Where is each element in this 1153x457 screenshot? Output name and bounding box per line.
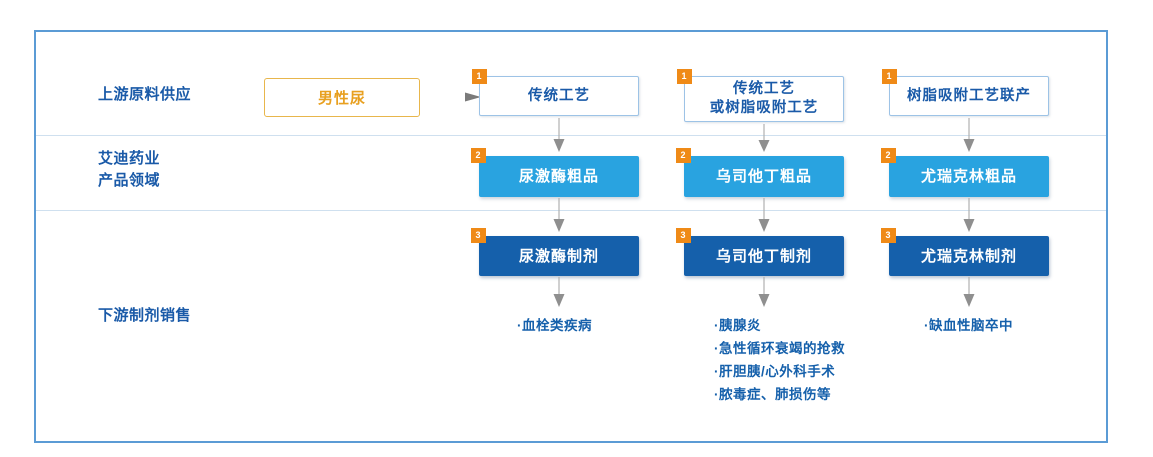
indications-list-col3: ·缺血性脑卒中 bbox=[924, 314, 1013, 337]
product-node-col1-label: 尿激酶制剂 bbox=[518, 247, 599, 265]
list-item: ·缺血性脑卒中 bbox=[924, 318, 1013, 333]
process-node-col2[interactable]: 1 传统工艺 或树脂吸附工艺 bbox=[677, 69, 844, 122]
step-badge-2-col2: 2 bbox=[676, 148, 691, 163]
process-node-col3[interactable]: 1 树脂吸附工艺联产 bbox=[882, 69, 1049, 116]
step-badge-2-col1: 2 bbox=[471, 148, 486, 163]
step-badge-1-col3: 1 bbox=[882, 69, 897, 84]
step-badge-3-col3: 3 bbox=[881, 228, 896, 243]
crude-node-col2[interactable]: 2 乌司他丁粗品 bbox=[676, 148, 844, 197]
arrow-col1-product-to-indications bbox=[553, 277, 565, 307]
product-node-col3[interactable]: 3 尤瑞克林制剂 bbox=[881, 228, 1049, 276]
product-node-col1[interactable]: 3 尿激酶制剂 bbox=[471, 228, 639, 276]
product-node-col2-label: 乌司他丁制剂 bbox=[715, 247, 812, 265]
step-badge-3-col2: 3 bbox=[676, 228, 691, 243]
arrow-col3-crude-to-product bbox=[963, 198, 975, 232]
step-badge-1-col2: 1 bbox=[677, 69, 692, 84]
process-node-col2-label: 传统工艺 或树脂吸附工艺 bbox=[709, 81, 819, 116]
list-item: ·脓毒症、肺损伤等 bbox=[714, 387, 831, 402]
source-node-label: 男性尿 bbox=[317, 90, 366, 107]
indications-list-col2: ·胰腺炎 ·急性循环衰竭的抢救 ·肝胆胰/心外科手术 ·脓毒症、肺损伤等 bbox=[714, 314, 845, 406]
diagram-frame: 上游原料供应 艾迪药业 产品领域 下游制剂销售 男性尿 1 传统工艺 2 尿激酶… bbox=[34, 30, 1108, 443]
list-item: ·胰腺炎 bbox=[714, 318, 761, 333]
crude-node-col1-label: 尿激酶粗品 bbox=[518, 168, 599, 185]
arrow-col2-product-to-indications bbox=[758, 277, 770, 307]
list-item: ·肝胆胰/心外科手术 bbox=[714, 364, 836, 379]
process-node-col3-label: 树脂吸附工艺联产 bbox=[907, 87, 1031, 104]
crude-node-col1[interactable]: 2 尿激酶粗品 bbox=[471, 148, 639, 197]
product-node-col3-label: 尤瑞克林制剂 bbox=[920, 247, 1017, 265]
crude-node-col3-label: 尤瑞克林粗品 bbox=[920, 168, 1017, 185]
arrow-col3-product-to-indications bbox=[963, 277, 975, 307]
row-divider-upstream bbox=[36, 135, 1106, 136]
list-item: ·血栓类疾病 bbox=[517, 318, 592, 333]
arrow-source-to-process bbox=[429, 92, 481, 102]
arrow-col1-crude-to-product bbox=[553, 198, 565, 232]
crude-node-col2-label: 乌司他丁粗品 bbox=[715, 168, 812, 185]
list-item: ·急性循环衰竭的抢救 bbox=[714, 341, 845, 356]
step-badge-1-col1: 1 bbox=[472, 69, 487, 84]
crude-node-col3[interactable]: 2 尤瑞克林粗品 bbox=[881, 148, 1049, 197]
step-badge-2-col3: 2 bbox=[881, 148, 896, 163]
arrow-col3-process-to-crude bbox=[963, 118, 975, 152]
arrow-col2-process-to-crude bbox=[758, 124, 770, 152]
source-node-male-urine[interactable]: 男性尿 bbox=[264, 78, 420, 117]
row-divider-midstream bbox=[36, 210, 1106, 211]
process-node-col1-label: 传统工艺 bbox=[528, 87, 590, 104]
row-label-downstream: 下游制剂销售 bbox=[98, 307, 192, 324]
indications-list-col1: ·血栓类疾病 bbox=[517, 314, 592, 337]
arrow-col2-crude-to-product bbox=[758, 198, 770, 232]
process-node-col1[interactable]: 1 传统工艺 bbox=[472, 69, 639, 116]
product-node-col2[interactable]: 3 乌司他丁制剂 bbox=[676, 228, 844, 276]
step-badge-3-col1: 3 bbox=[471, 228, 486, 243]
arrow-col1-process-to-crude bbox=[553, 118, 565, 152]
row-label-upstream: 上游原料供应 bbox=[98, 86, 192, 103]
row-label-midstream: 艾迪药业 产品领域 bbox=[98, 150, 161, 189]
